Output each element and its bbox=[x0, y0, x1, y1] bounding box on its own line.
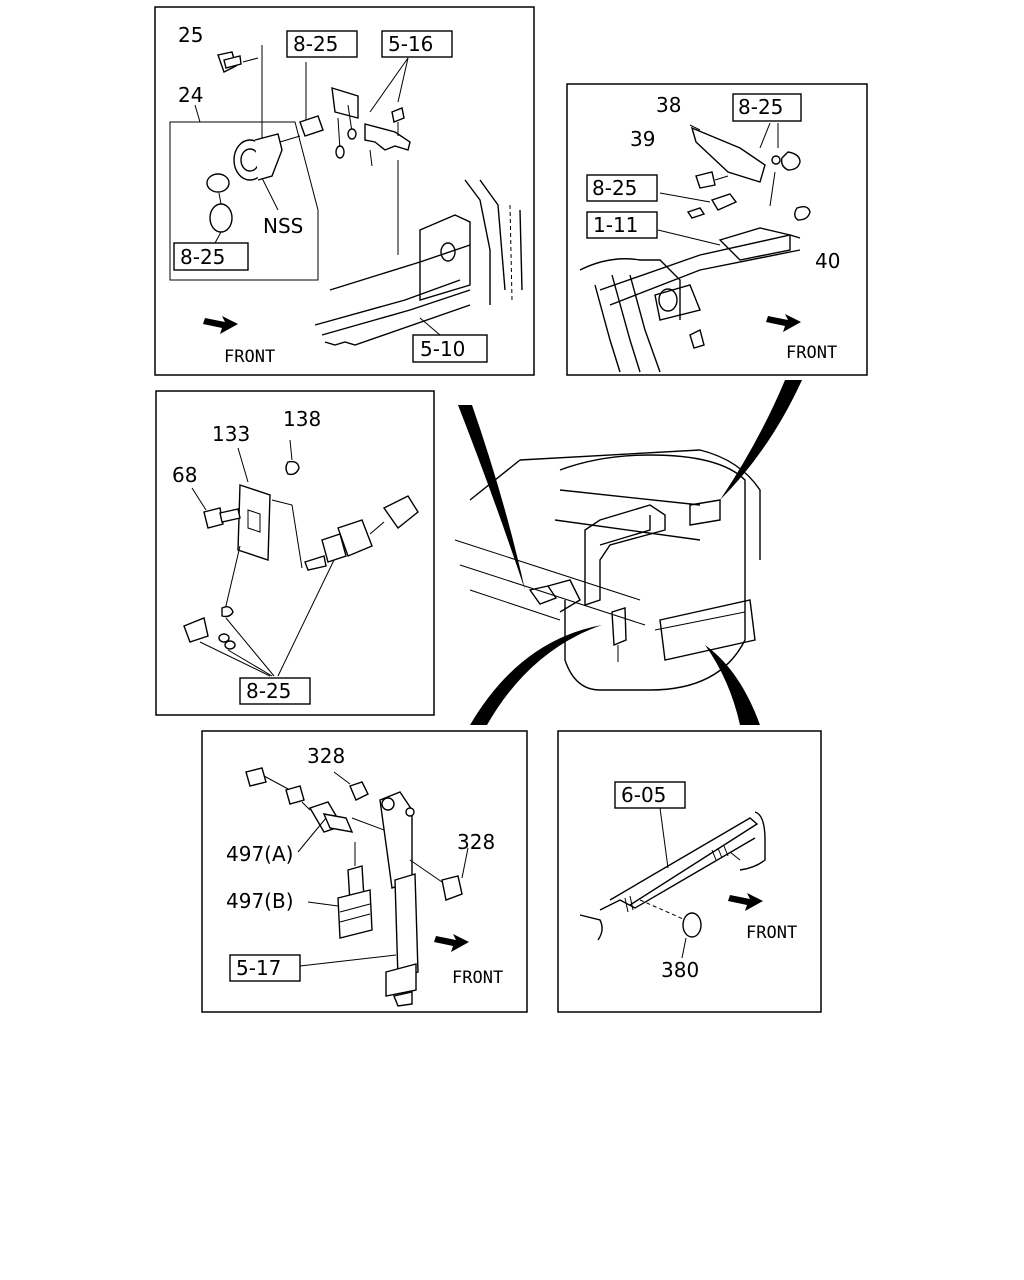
front-arrow-icon bbox=[766, 314, 801, 332]
switch-part bbox=[304, 495, 419, 571]
callout-39: 39 bbox=[630, 127, 655, 151]
rubber-cap-part bbox=[206, 173, 230, 193]
panel-bottom-right bbox=[557, 730, 822, 1013]
callout-38: 38 bbox=[656, 93, 681, 117]
callout-328-right: 328 bbox=[457, 830, 495, 854]
callout-328-top: 328 bbox=[307, 744, 345, 768]
front-label: FRONT bbox=[224, 347, 275, 367]
ref-6-05: 6-05 bbox=[621, 783, 666, 807]
ref-5-16: 5-16 bbox=[388, 32, 433, 56]
frame-rail-part bbox=[314, 179, 523, 346]
callout-40: 40 bbox=[815, 249, 840, 273]
bracket-133-part bbox=[237, 484, 271, 561]
bolt-25-part bbox=[217, 51, 259, 73]
callout-380: 380 bbox=[661, 958, 699, 982]
ref-8-25-right: 8-25 bbox=[738, 95, 783, 119]
panel-bottom-left bbox=[201, 730, 528, 1013]
cap-380-part bbox=[682, 912, 702, 938]
callout-497b: 497(B) bbox=[226, 889, 294, 913]
panel-top-right bbox=[566, 83, 868, 376]
truck-cab-overview bbox=[454, 380, 802, 725]
front-arrow-icon bbox=[203, 316, 238, 334]
ref-5-17: 5-17 bbox=[236, 956, 281, 980]
callout-25: 25 bbox=[178, 23, 203, 47]
front-arrow-icon bbox=[434, 934, 469, 952]
callout-133: 133 bbox=[212, 422, 250, 446]
ref-8-25-switch: 8-25 bbox=[246, 679, 291, 703]
callout-138: 138 bbox=[283, 407, 321, 431]
frame-crossmember-part bbox=[579, 227, 801, 373]
front-label: FRONT bbox=[786, 343, 837, 363]
ref-8-25-mid: 8-25 bbox=[592, 176, 637, 200]
switch-497a-part bbox=[245, 767, 354, 833]
o-ring-part bbox=[209, 203, 233, 233]
front-label: FRONT bbox=[746, 923, 797, 943]
bumper-part bbox=[579, 811, 766, 941]
callout-nss: NSS bbox=[263, 214, 303, 238]
front-arrow-icon bbox=[728, 893, 763, 911]
ref-8-25-left: 8-25 bbox=[180, 245, 225, 269]
front-label: FRONT bbox=[452, 968, 503, 988]
panel-middle-left bbox=[155, 390, 435, 716]
switch-housing-part bbox=[233, 133, 301, 181]
ref-8-25-top: 8-25 bbox=[293, 32, 338, 56]
ref-1-11: 1-11 bbox=[593, 213, 638, 237]
callout-497a: 497(A) bbox=[226, 842, 293, 866]
switch-497b-part bbox=[337, 865, 373, 939]
callout-24: 24 bbox=[178, 83, 203, 107]
pedal-arm-part bbox=[379, 791, 419, 1007]
ref-5-10: 5-10 bbox=[420, 337, 465, 361]
callout-68: 68 bbox=[172, 463, 197, 487]
panel-top-left bbox=[154, 6, 535, 376]
